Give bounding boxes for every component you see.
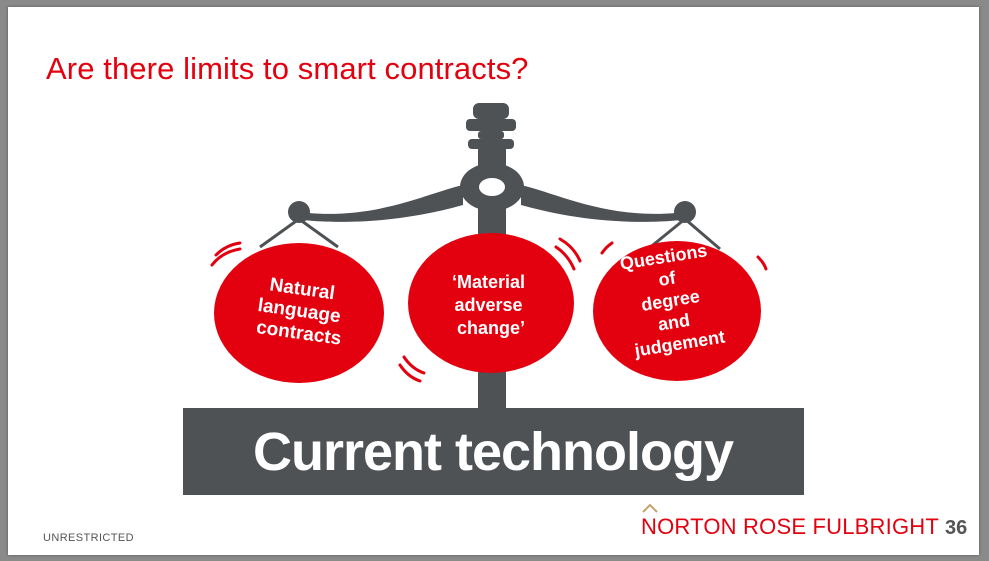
- slide-title: Are there limits to smart contracts?: [46, 51, 529, 86]
- slide: Are there limits to smart contracts?: [8, 7, 979, 555]
- scale-base: [183, 408, 804, 495]
- scale-hub-hole: [479, 178, 505, 196]
- scale-illustration: Natural language contracts ‘Material adv…: [183, 103, 804, 495]
- weight-material-adverse-change: [408, 233, 574, 373]
- page-number: 36: [945, 517, 968, 539]
- brand-logo: NORTON ROSE FULBRIGHT: [641, 514, 939, 539]
- weight-questions-of-degree: [593, 241, 761, 381]
- weight-1-label: Natural language contracts: [253, 273, 350, 350]
- scale-right-arm: [521, 185, 689, 222]
- left-arm-knob: [288, 201, 310, 223]
- scale-left-arm: [295, 185, 463, 222]
- classification-label: UNRESTRICTED: [43, 532, 134, 544]
- right-arm-knob: [674, 201, 696, 223]
- weight-natural-language: [214, 243, 384, 383]
- scale-finial: [466, 103, 516, 149]
- base-label: Current technology: [253, 422, 734, 482]
- weight-2-label: ‘Material adverse change’: [452, 272, 530, 338]
- brand-chevron-icon: [642, 503, 658, 513]
- motion-marks: [210, 237, 768, 383]
